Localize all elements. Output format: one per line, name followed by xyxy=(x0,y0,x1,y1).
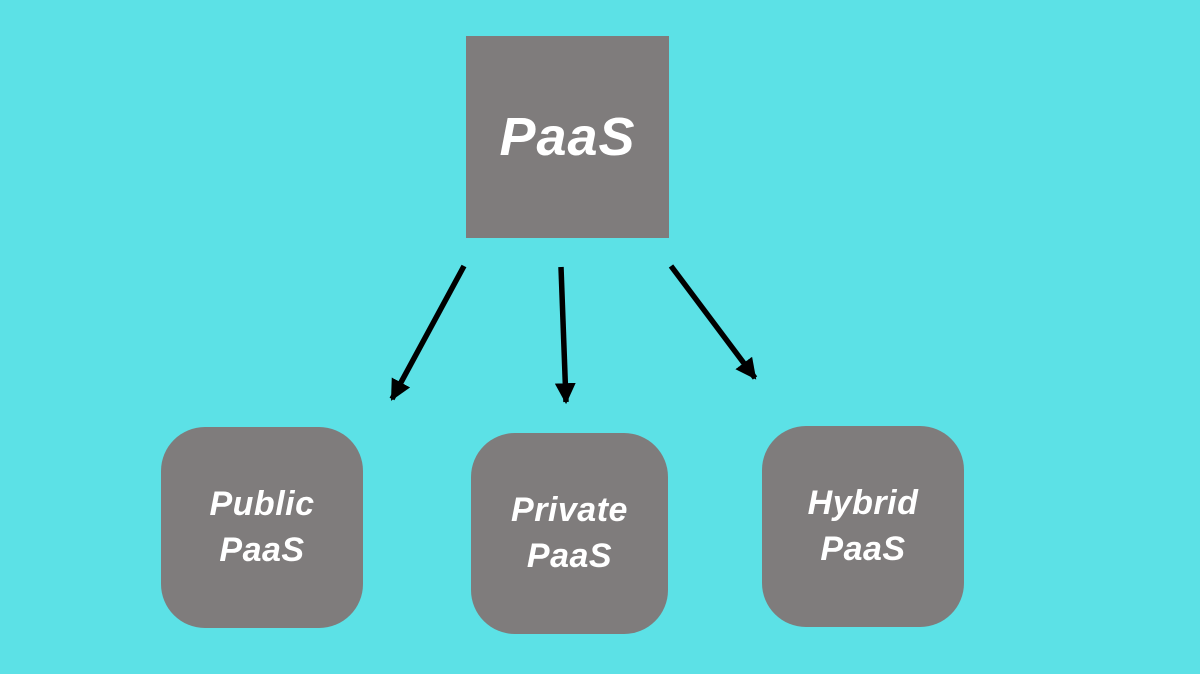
arrow-paas-to-public-icon xyxy=(389,264,467,401)
node-public-paas: Public PaaS xyxy=(161,427,363,628)
node-private-paas-label-line2: PaaS xyxy=(526,536,613,575)
arrow-paas-to-private-icon xyxy=(554,266,576,405)
node-hybrid-paas: Hybrid PaaS xyxy=(762,426,964,627)
node-hybrid-paas-label-line2: PaaS xyxy=(820,529,906,568)
node-paas-label: PaaS xyxy=(499,107,636,167)
arrow-paas-to-hybrid-icon xyxy=(668,264,758,380)
node-paas: PaaS xyxy=(466,36,669,238)
node-private-paas-label-line1: Private xyxy=(511,490,628,529)
node-public-paas-label-line2: PaaS xyxy=(219,530,305,569)
node-private-paas: Private PaaS xyxy=(471,433,668,634)
node-public-paas-label-line1: Public xyxy=(209,484,315,523)
node-hybrid-paas-label-line1: Hybrid xyxy=(807,483,919,522)
